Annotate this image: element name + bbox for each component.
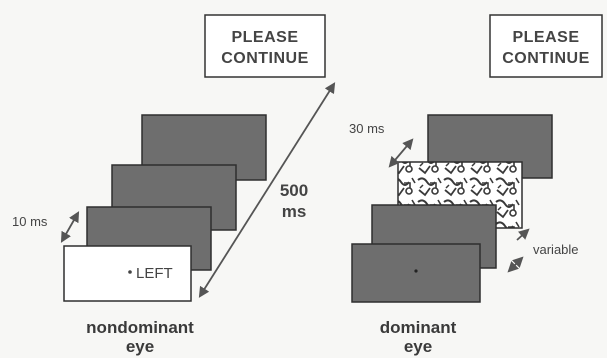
right-panel: PLEASE CONTINUE 30 ms variable dominant … [349,14,603,356]
right-30ms-arrow [388,138,414,168]
right-prompt-box: PLEASE CONTINUE [489,14,603,78]
right-frame-front [351,243,481,303]
left-target-text: LEFT [136,265,173,282]
left-500-value: 500 [280,181,308,200]
right-caption-line2: eye [404,337,432,356]
fixation-dot [128,270,132,274]
left-caption-line1: nondominant [86,318,194,337]
left-10ms-arrow [60,211,80,243]
right-variable-arrow [507,256,524,273]
right-30ms-label: 30 ms [349,121,385,136]
left-panel: PLEASE CONTINUE LEFT 10 ms 500 ms nondom… [12,14,336,356]
right-caption-line1: dominant [380,318,457,337]
right-prompt-line1: PLEASE [512,29,579,46]
left-prompt-line2: CONTINUE [221,50,309,67]
right-fixation-dot [414,269,418,273]
left-500ms-arrow [198,82,336,298]
left-10ms-label: 10 ms [12,214,48,229]
left-prompt-line1: PLEASE [231,29,298,46]
right-prompt-line2: CONTINUE [502,50,590,67]
right-variable-arrow-top [516,228,530,241]
right-variable-label: variable [533,242,579,257]
left-target-frame: LEFT [63,245,192,302]
left-500-unit: ms [282,202,307,221]
left-prompt-box: PLEASE CONTINUE [204,14,326,78]
left-caption-line2: eye [126,337,154,356]
